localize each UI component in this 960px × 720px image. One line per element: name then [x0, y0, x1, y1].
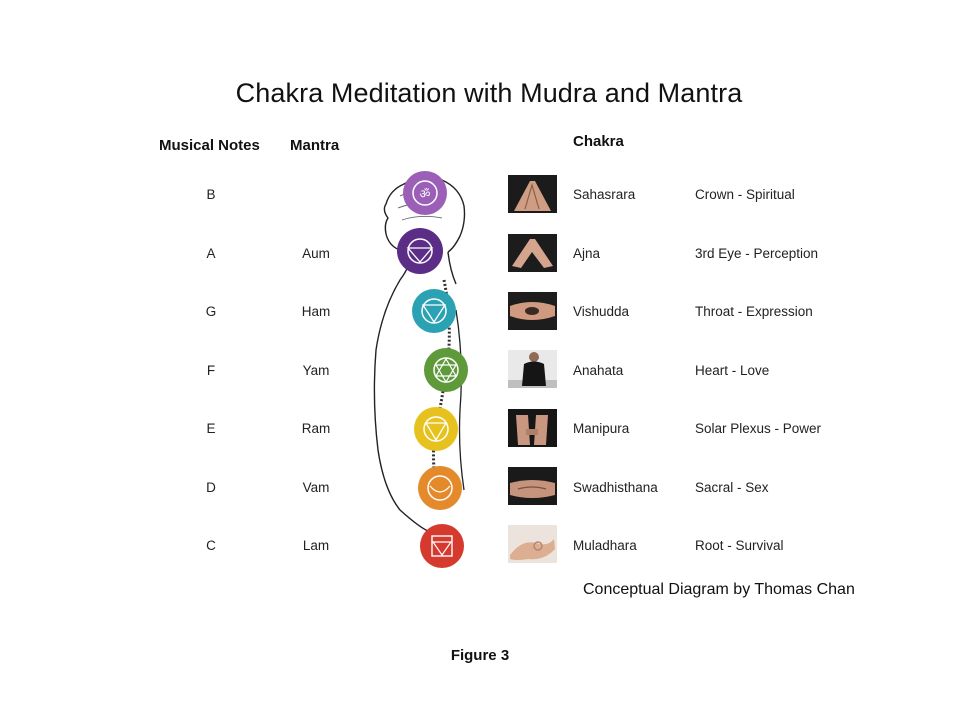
mantra-label: Lam: [302, 538, 330, 553]
note-label: D: [206, 480, 216, 495]
chakra-name: Anahata: [573, 363, 624, 378]
mudra-photo: [508, 292, 557, 330]
third-eye-chakra-icon: [397, 228, 443, 274]
chakra-meaning: Solar Plexus - Power: [695, 421, 822, 436]
mudra-photo: [508, 467, 557, 505]
chakra-meaning: Throat - Expression: [695, 304, 813, 319]
mantra-label: Yam: [302, 363, 330, 378]
musical-notes-header: Musical Notes: [159, 137, 260, 154]
chakra-meaning: Root - Survival: [695, 538, 784, 553]
chakra-meaning: 3rd Eye - Perception: [695, 246, 819, 261]
solar-plexus-chakra-icon: [414, 407, 458, 451]
mantra-label: Ham: [301, 304, 331, 319]
mudra-photo: [508, 409, 557, 447]
note-label: A: [206, 246, 216, 261]
heart-chakra-icon: [424, 348, 468, 392]
diagram-credit: Conceptual Diagram by Thomas Chan: [583, 581, 855, 598]
chakra-meaning: Sacral - Sex: [695, 480, 769, 495]
mudra-photo: [508, 525, 557, 563]
chakra-header: Chakra: [573, 133, 624, 150]
crown-chakra-icon: ॐ: [403, 171, 447, 215]
mantra-label: Aum: [302, 246, 330, 261]
note-label: C: [206, 538, 216, 553]
mudra-photo: [508, 350, 557, 388]
diagram-title: Chakra Meditation with Mudra and Mantra: [235, 78, 743, 108]
note-label: F: [206, 363, 216, 378]
figure-label: Figure 3: [450, 647, 510, 664]
mudra-photo: [508, 234, 557, 272]
mudra-photo: [508, 175, 557, 213]
chakra-name: Ajna: [573, 246, 601, 261]
note-label: G: [205, 304, 217, 319]
note-label: B: [206, 187, 216, 202]
root-chakra-icon: [420, 524, 464, 568]
chakra-name: Manipura: [573, 421, 630, 436]
mantra-header: Mantra: [290, 137, 340, 154]
chakra-name: Muladhara: [573, 538, 637, 553]
chakra-meaning: Heart - Love: [695, 363, 770, 378]
chakra-meaning: Crown - Spiritual: [695, 187, 795, 202]
mantra-label: Ram: [301, 421, 331, 436]
chakra-name: Swadhisthana: [573, 480, 658, 495]
chakra-name: Vishudda: [573, 304, 630, 319]
svg-text:ॐ: ॐ: [420, 187, 431, 201]
throat-chakra-icon: [412, 289, 456, 333]
sacral-chakra-icon: [418, 466, 462, 510]
note-label: E: [206, 421, 216, 436]
chakra-name: Sahasrara: [573, 187, 636, 202]
mantra-label: Vam: [302, 480, 330, 495]
